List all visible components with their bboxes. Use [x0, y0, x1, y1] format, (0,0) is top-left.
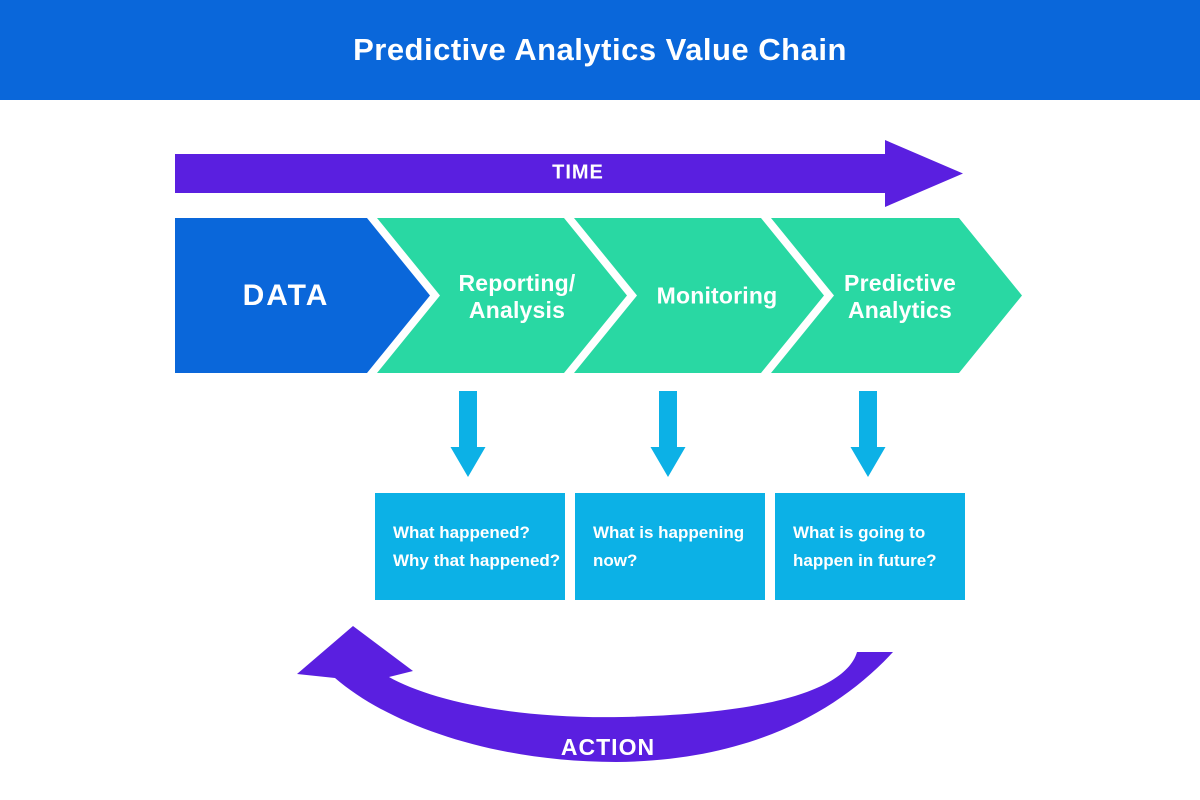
chevron-predictive-shape — [771, 218, 1022, 373]
page-title: Predictive Analytics Value Chain — [353, 32, 847, 67]
outcome-box-line: What is going to — [793, 522, 926, 542]
outcome-box-line: What is happening — [593, 522, 745, 542]
outcome-box-present: What is happening now? — [575, 493, 765, 600]
outcome-box-line: now? — [593, 550, 638, 570]
down-arrow-icon — [450, 391, 486, 477]
stage-label-reporting: Reporting/ Analysis — [459, 270, 576, 324]
outcome-box-line: happen in future? — [793, 550, 937, 570]
action-arrow-icon — [297, 626, 893, 762]
chevron-data-shape — [175, 218, 430, 373]
outcome-box-line: What happened? — [393, 522, 530, 542]
chevron-monitoring-shape — [574, 218, 824, 373]
down-arrow-icon — [850, 391, 886, 477]
stage-label-line: Reporting/ — [458, 270, 576, 296]
down-arrow-icon — [650, 391, 686, 477]
stage-label-line: Predictive — [844, 270, 956, 296]
stage-label-predictive: Predictive Analytics — [844, 270, 956, 324]
outcome-box-line: Why that happened? — [393, 550, 561, 570]
stage-label-line: Analytics — [847, 297, 953, 323]
header-banner: Predictive Analytics Value Chain — [0, 0, 1200, 100]
chevron-reporting-shape — [377, 218, 627, 373]
outcome-box-future: What is going to happen in future? — [775, 493, 965, 600]
action-arrow-label: ACTION — [560, 733, 656, 760]
outcome-box-past: What happened? Why that happened? — [375, 493, 565, 600]
stage-label-data: DATA — [242, 278, 330, 312]
time-arrow-label: TIME — [552, 161, 604, 184]
stage-label-line: Monitoring — [656, 282, 778, 309]
time-arrow-icon — [175, 140, 963, 207]
stage-label-monitoring: Monitoring — [657, 283, 778, 310]
stage-label-line: Analysis — [468, 297, 566, 323]
